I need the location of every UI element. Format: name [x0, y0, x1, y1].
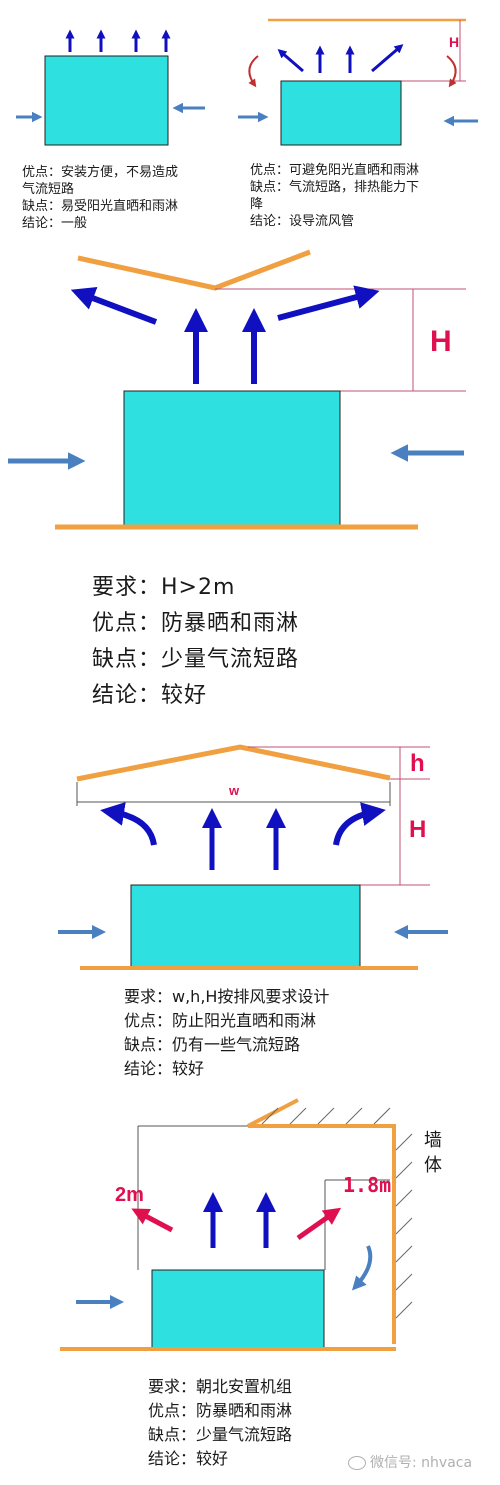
wall-label: 墙 体 [424, 1128, 442, 1178]
wall-label-char: 墙 [424, 1130, 442, 1151]
note-line: 优点：可避免阳光直晒和雨淋 [250, 163, 420, 178]
watermark-text: 微信号: nhvaca [370, 1455, 473, 1471]
left-dimension-label: 2m [115, 1184, 144, 1206]
note-line: 优点：防止阳光直晒和雨淋 [124, 1011, 317, 1030]
wechat-icon [348, 1456, 366, 1470]
curved-arrow-left [100, 802, 157, 846]
curved-arrow-right [333, 802, 386, 846]
panel3-diagram [8, 249, 466, 530]
note-line: 优点：防暴晒和雨淋 [92, 611, 300, 636]
note-line: 缺点：易受阳光直晒和雨淋 [22, 199, 179, 214]
condenser-unit [123, 390, 341, 527]
height-label: H [449, 34, 460, 50]
recirculation-arrow-left [248, 55, 259, 88]
roof-cover [77, 249, 311, 291]
recirculation-arrow-right [446, 55, 457, 88]
diagonal-arrow-left [131, 1208, 174, 1233]
panel2-notes: 优点：可避免阳光直晒和雨淋 缺点：气流短路，排热能力下 降 结论：设导流风管 [250, 162, 419, 230]
panel4-notes: 要求：w,h,H按排风要求设计 优点：防止阳光直晒和雨淋 缺点：仍有一些气流短路… [124, 985, 329, 1081]
condenser-unit [130, 884, 361, 968]
note-line: 优点：安装方便，不易造成 [22, 165, 179, 180]
panel4-diagram [58, 744, 448, 970]
panel5-notes: 要求：朝北安置机组 优点：防暴晒和雨淋 缺点：少量气流短路 结论：较好 [148, 1375, 292, 1471]
note-line: 要求：朝北安置机组 [148, 1377, 293, 1396]
wall-label-char: 体 [424, 1155, 442, 1176]
height-label: H [409, 816, 427, 843]
diagonal-arrow-right [296, 1207, 342, 1241]
width-label: w [229, 783, 240, 798]
note-line: 结论：设导流风管 [250, 214, 355, 229]
note-line: 缺点：少量气流短路 [92, 647, 300, 672]
panel2-diagram [238, 18, 478, 146]
wall-hatch [261, 1107, 413, 1319]
recirculation-arrow [351, 1245, 373, 1291]
watermark: 微信号: nhvaca [348, 1452, 472, 1472]
condenser-unit [280, 80, 402, 146]
small-height-label: h [410, 750, 425, 777]
condenser-unit [151, 1269, 325, 1349]
roof-cover [76, 744, 391, 782]
diagonal-arrow-right [277, 285, 380, 321]
height-label: H [430, 325, 452, 358]
note-line: 结论：较好 [148, 1449, 229, 1468]
note-line: 缺点：气流短路，排热能力下 [250, 180, 420, 195]
panel1-notes: 优点：安装方便，不易造成 气流短路 缺点：易受阳光直晒和雨淋 结论：一般 [22, 164, 178, 232]
condenser-unit [44, 55, 169, 146]
right-dimension-label: 1.8m [343, 1173, 392, 1197]
panel5-diagram [60, 1098, 413, 1351]
diagonal-arrow-left [277, 49, 304, 73]
note-line: 缺点：仍有一些气流短路 [124, 1035, 301, 1054]
diagonal-arrow-right [371, 44, 404, 73]
diagonal-arrow-left [70, 287, 158, 325]
note-line: 优点：防暴晒和雨淋 [148, 1401, 293, 1420]
note-line: 要求：H>2m [92, 575, 236, 600]
note-line: 结论：较好 [92, 683, 208, 708]
note-line: 缺点：少量气流短路 [148, 1425, 293, 1444]
note-line: 气流短路 [22, 182, 75, 197]
note-line: 结论：一般 [22, 216, 88, 231]
panel3-notes: 要求：H>2m 优点：防暴晒和雨淋 缺点：少量气流短路 结论：较好 [92, 570, 299, 714]
note-line: 结论：较好 [124, 1059, 205, 1078]
note-line: 要求：w,h,H按排风要求设计 [124, 987, 330, 1006]
note-line: 降 [250, 197, 264, 212]
panel1-diagram [16, 29, 205, 146]
